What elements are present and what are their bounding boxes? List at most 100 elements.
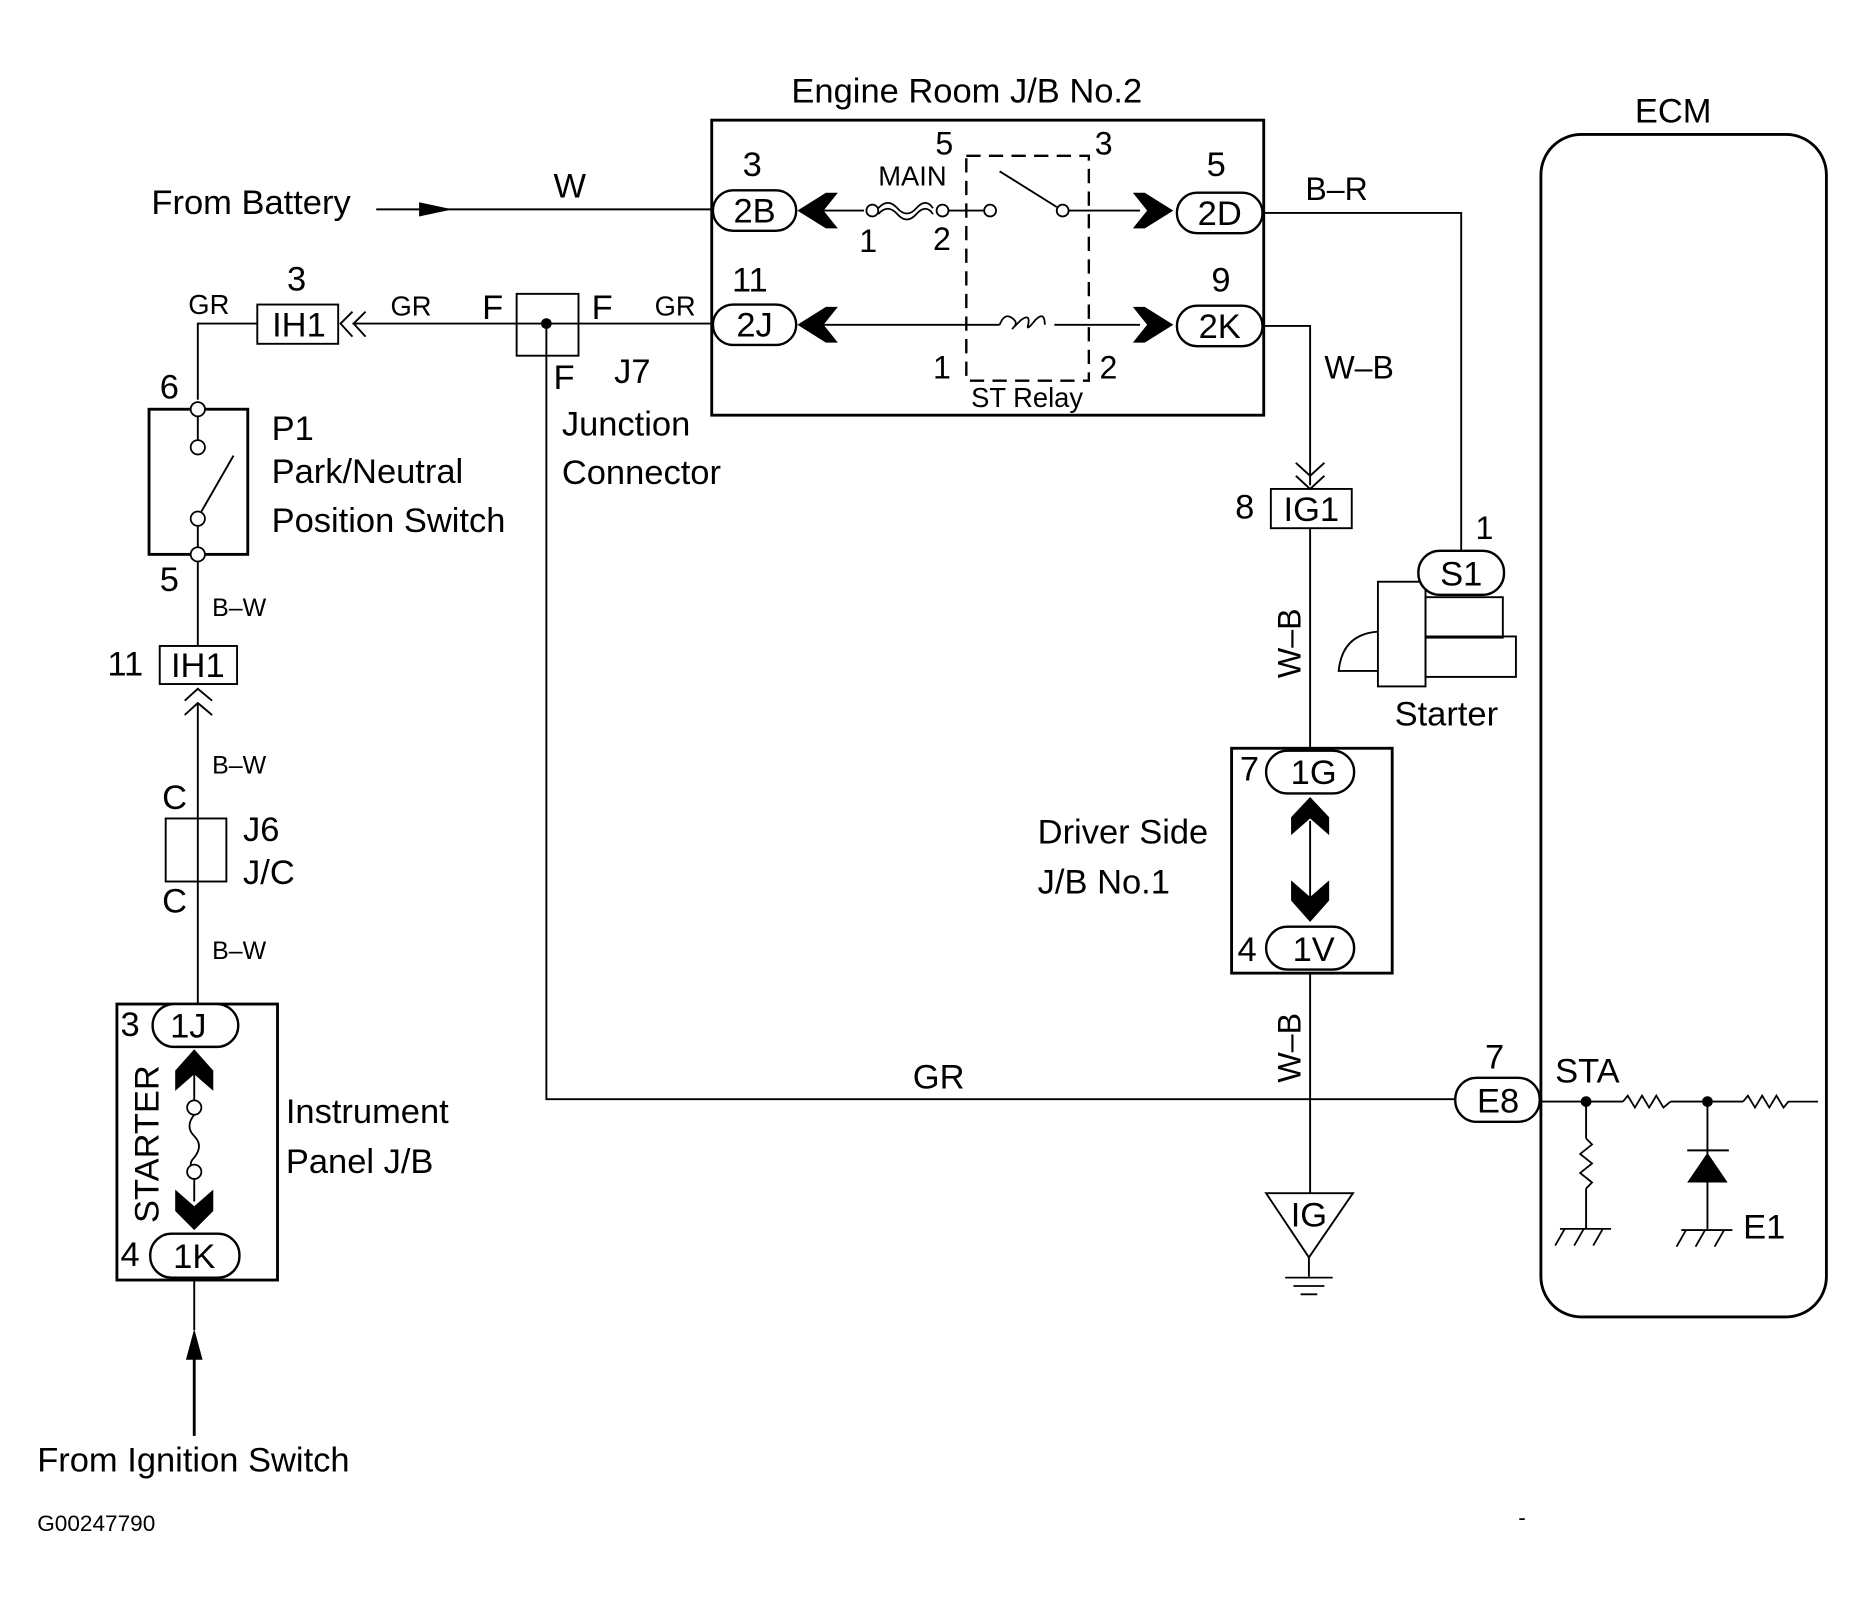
wire-color-b-w: B–W xyxy=(212,594,267,622)
resistor-icon xyxy=(1578,1137,1594,1190)
pin-number: 3 xyxy=(743,146,762,184)
switch-label-2: Position Switch xyxy=(272,502,506,540)
wire-color-w-b: W–B xyxy=(1324,349,1394,385)
pin-number: 11 xyxy=(107,646,143,684)
connector-ih1-bottom xyxy=(158,645,239,685)
ecm-terminal-sta: STA xyxy=(1555,1053,1620,1091)
ecm-terminal-e1: E1 xyxy=(1743,1208,1785,1246)
relay-pin-1: 1 xyxy=(933,349,951,385)
driver-side-jb-label-1: Driver Side xyxy=(1038,813,1209,851)
connector-id: 1K xyxy=(173,1238,215,1276)
b-r-wire xyxy=(1262,211,1463,551)
relay-pin-3: 3 xyxy=(1095,126,1113,162)
connector-1j xyxy=(151,1002,240,1049)
terminal-node xyxy=(189,546,206,563)
starter-fuse-label: STARTER xyxy=(129,1065,167,1223)
junction-dot xyxy=(1702,1096,1713,1107)
fuse-icon xyxy=(188,1114,200,1173)
figure-id: G00247790 xyxy=(37,1511,155,1536)
fuse-pin-1: 1 xyxy=(859,223,877,259)
relay-contact-node xyxy=(1055,203,1070,218)
connector-arrow-icon xyxy=(339,311,354,338)
relay-pin-5: 5 xyxy=(935,126,953,162)
connector-id: IH1 xyxy=(272,307,326,345)
connector-id: S1 xyxy=(1440,555,1482,593)
connector-id: 1J xyxy=(170,1007,206,1045)
wire-color-gr: GR xyxy=(188,289,229,320)
pin-number: 5 xyxy=(160,561,179,599)
connector-s1 xyxy=(1417,549,1506,597)
connector-arrow-icon xyxy=(184,701,213,716)
connector-chevron-icon xyxy=(797,192,838,229)
j7-label-1: Junction xyxy=(562,405,690,443)
connector-id: 2B xyxy=(733,192,775,230)
j7-junction-connector: F F F J7 Junction Connector GR GR xyxy=(352,289,721,492)
wire-color-b-w: B–W xyxy=(212,751,267,779)
connector-chevron-icon xyxy=(797,306,838,343)
fuse-main-label: MAIN xyxy=(878,161,946,192)
pin-number: 8 xyxy=(1235,489,1254,527)
connector-id: 1V xyxy=(1293,931,1335,969)
ground-hatch xyxy=(1675,1229,1687,1248)
j7-pin-bottom: F xyxy=(554,359,575,397)
ground-hatch xyxy=(1713,1229,1725,1248)
ecm: ECM STA E1 xyxy=(1539,93,1828,1319)
fuse-pin-2: 2 xyxy=(933,221,951,257)
starter-body xyxy=(1376,580,1427,688)
connector-1g xyxy=(1264,749,1356,795)
wire-color-w-b: W–B xyxy=(1272,1013,1308,1083)
switch-label-1: Park/Neutral xyxy=(272,453,464,491)
chevron-down-icon xyxy=(1291,880,1330,922)
resistor-icon xyxy=(1622,1093,1672,1110)
chevron-up-icon xyxy=(175,1049,214,1091)
park-neutral-switch: 6 5 P1 Park/Neutral Position Switch xyxy=(147,369,506,599)
from-ignition-label: From Ignition Switch xyxy=(37,1442,349,1480)
connector-2b xyxy=(711,189,798,232)
pin-number: 9 xyxy=(1211,261,1230,299)
wire-color-b-w: B–W xyxy=(212,937,267,965)
j6-box xyxy=(164,817,228,883)
wire-color-w: W xyxy=(554,167,587,205)
connector-id: 1G xyxy=(1291,754,1337,792)
terminal-node xyxy=(189,401,206,418)
engine-room-jb-box xyxy=(710,118,1266,417)
connector-id: 2K xyxy=(1199,308,1241,346)
connector-2j xyxy=(711,303,798,347)
chevron-down-icon xyxy=(175,1189,214,1231)
relay-pin-2: 2 xyxy=(1100,349,1118,385)
connector-1k xyxy=(149,1232,241,1279)
battery-feed: From Battery W xyxy=(151,167,712,222)
connector-arrow-icon xyxy=(1295,462,1326,478)
starter-motor xyxy=(1424,635,1517,678)
relay-coil-icon xyxy=(998,315,1046,330)
arrow-right-icon xyxy=(419,202,453,217)
ground-hatch xyxy=(1694,1229,1706,1248)
ground-hatch xyxy=(1554,1228,1566,1246)
starter-pinion xyxy=(1337,630,1378,672)
connector-id: IH1 xyxy=(171,647,225,685)
pin-number: 6 xyxy=(160,369,179,407)
j7-code: J7 xyxy=(614,353,650,391)
terminal-node xyxy=(865,203,880,218)
j6-code: J6 xyxy=(243,811,279,849)
ground-hatch xyxy=(1573,1228,1585,1246)
wire-color-gr: GR xyxy=(655,290,696,321)
st-relay-box xyxy=(965,154,1091,382)
connector-id: 2D xyxy=(1198,195,1242,233)
j6-pin-top: C xyxy=(162,779,187,817)
connector-id: E8 xyxy=(1477,1082,1519,1120)
pin-number: 7 xyxy=(1240,750,1259,788)
connector-id: IG1 xyxy=(1284,491,1340,529)
wire-color-gr: GR xyxy=(913,1059,965,1097)
instrument-panel-jb-label-1: Instrument xyxy=(286,1093,449,1131)
wire-color-w-b: W–B xyxy=(1272,608,1308,678)
engine-room-jb: Engine Room J/B No.2 3 2B MAIN 1 2 5 3 5… xyxy=(710,72,1266,417)
pin-number: 5 xyxy=(1207,146,1226,184)
ecm-label: ECM xyxy=(1635,93,1712,131)
fuse-icon-line xyxy=(877,207,934,221)
relay-contact-node xyxy=(983,203,997,218)
chevron-up-icon xyxy=(1291,797,1330,836)
switch-contact-icon xyxy=(200,455,235,513)
wire-color-gr: GR xyxy=(391,290,432,321)
